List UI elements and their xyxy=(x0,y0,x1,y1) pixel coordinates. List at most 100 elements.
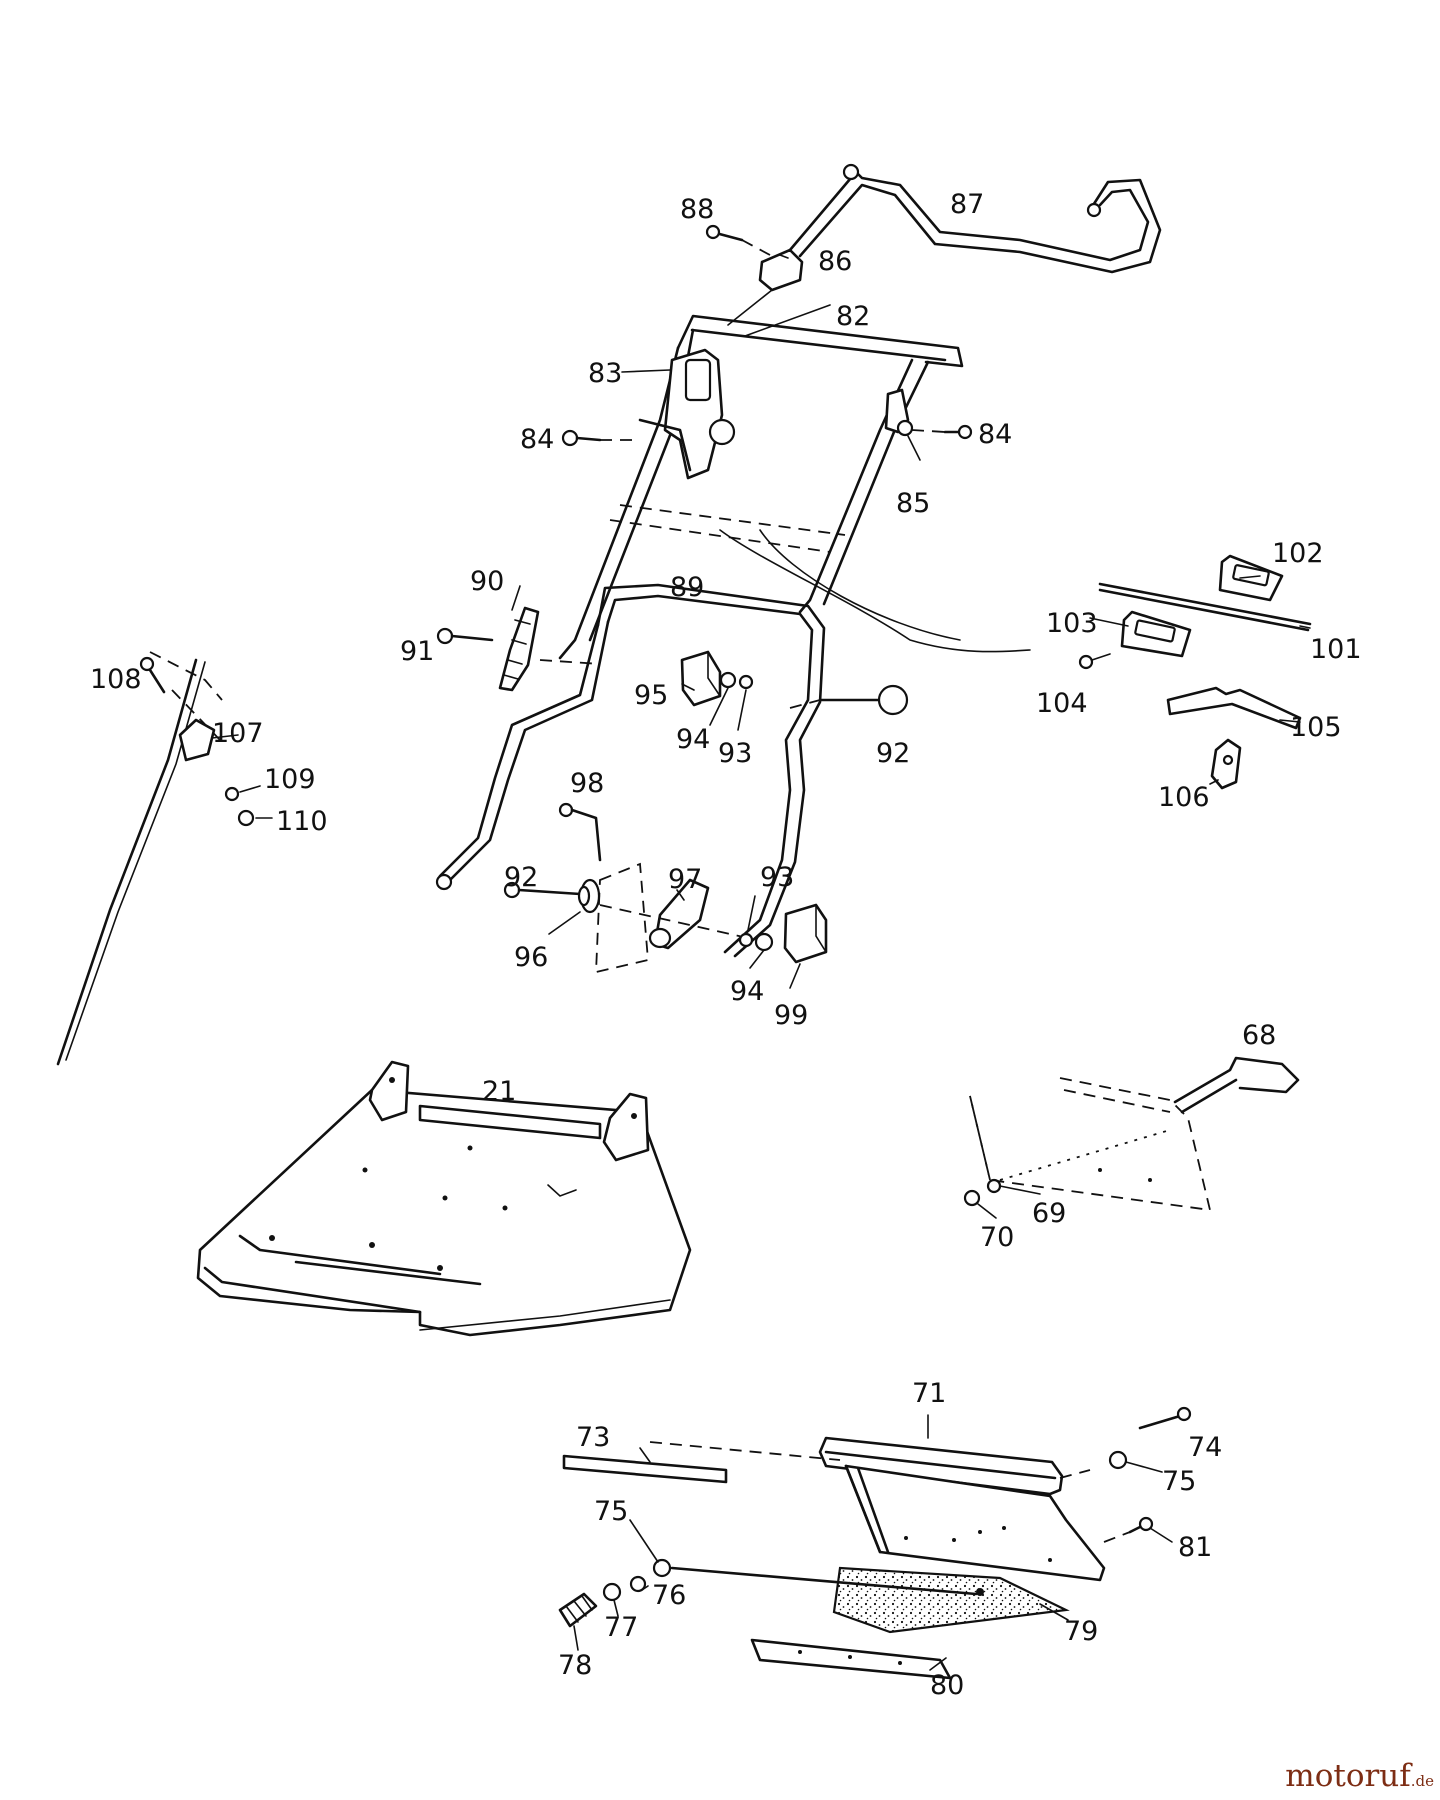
label-109: 109 xyxy=(264,764,316,795)
label-80: 80 xyxy=(930,1670,964,1701)
label-89: 89 xyxy=(670,572,704,603)
part-labels: 87 88 86 82 83 84 84 85 102 90 89 103 10… xyxy=(90,189,1362,1701)
label-92-upper: 92 xyxy=(876,738,910,769)
watermark: motoruf.de xyxy=(1285,1758,1434,1794)
lower-handle-89 xyxy=(435,583,826,958)
cap-95 xyxy=(680,650,722,707)
bolt-91 xyxy=(436,627,601,665)
pivot-point xyxy=(976,1588,984,1596)
label-77: 77 xyxy=(604,1612,638,1643)
label-68: 68 xyxy=(1242,1020,1276,1051)
watermark-suffix: .de xyxy=(1410,1772,1434,1790)
bracket-97 xyxy=(595,862,749,974)
label-93-upper: 93 xyxy=(718,738,752,769)
label-87: 87 xyxy=(950,189,984,220)
label-90: 90 xyxy=(470,566,504,597)
label-106: 106 xyxy=(1158,782,1210,813)
knob-92-upper xyxy=(789,684,909,716)
label-104: 104 xyxy=(1036,688,1088,719)
label-84-right: 84 xyxy=(978,419,1012,450)
cable-107 xyxy=(56,651,223,1066)
washer-69 xyxy=(986,1178,1002,1194)
flap-body xyxy=(844,1464,1106,1582)
clamp-lever-90 xyxy=(498,606,540,692)
rod-73 xyxy=(562,1441,841,1484)
watermark-brand: motoruf xyxy=(1285,1758,1411,1794)
label-102: 102 xyxy=(1272,538,1324,569)
label-81: 81 xyxy=(1178,1532,1212,1563)
label-95: 95 xyxy=(634,680,668,711)
upper-handle-82 xyxy=(558,314,1031,660)
pivot-line xyxy=(670,1566,978,1596)
washer-75-left xyxy=(652,1558,672,1578)
nut-110 xyxy=(237,809,255,827)
washer-109 xyxy=(224,786,240,802)
deflector-21 xyxy=(196,1060,692,1337)
label-91: 91 xyxy=(400,636,434,667)
screw-88 xyxy=(705,224,744,242)
drive-bar-87 xyxy=(788,163,1162,274)
label-96: 96 xyxy=(514,942,548,973)
label-103: 103 xyxy=(1046,608,1098,639)
label-73: 73 xyxy=(576,1422,610,1453)
plate-102 xyxy=(1218,554,1284,602)
label-110: 110 xyxy=(276,806,328,837)
bushing-96 xyxy=(577,878,601,914)
washer-77 xyxy=(602,1582,622,1602)
lever-105 xyxy=(1166,686,1302,730)
label-85: 85 xyxy=(896,488,930,519)
label-97: 97 xyxy=(668,864,702,895)
label-93-lower: 93 xyxy=(760,862,794,893)
screw-84-left xyxy=(561,429,640,447)
label-83: 83 xyxy=(588,358,622,389)
spring-78 xyxy=(558,1592,598,1628)
label-79: 79 xyxy=(1064,1616,1098,1647)
bolt-92-lower xyxy=(503,881,582,899)
washer-75-right xyxy=(1108,1450,1128,1470)
label-108: 108 xyxy=(90,664,142,695)
label-75-left: 75 xyxy=(594,1496,628,1527)
label-70: 70 xyxy=(980,1222,1014,1253)
rod-101 xyxy=(1098,582,1312,632)
washer-76 xyxy=(629,1575,647,1593)
label-86: 86 xyxy=(818,246,852,277)
label-21: 21 xyxy=(482,1076,516,1107)
label-82: 82 xyxy=(836,301,870,332)
screw-81 xyxy=(1103,1516,1154,1543)
label-98: 98 xyxy=(570,768,604,799)
label-88: 88 xyxy=(680,194,714,225)
label-78: 78 xyxy=(558,1650,592,1681)
label-105: 105 xyxy=(1290,712,1342,743)
screw-98 xyxy=(558,802,602,862)
label-99: 99 xyxy=(774,1000,808,1031)
label-92-lower: 92 xyxy=(504,862,538,893)
clamp-85 xyxy=(884,388,914,437)
label-107: 107 xyxy=(212,718,264,749)
strip-80 xyxy=(750,1638,952,1680)
mat-79 xyxy=(832,1566,1070,1634)
label-94-upper: 94 xyxy=(676,724,710,755)
washer-94-upper xyxy=(719,671,737,689)
washer-94-lower xyxy=(754,932,774,952)
label-69: 69 xyxy=(1032,1198,1066,1229)
label-101: 101 xyxy=(1310,634,1362,665)
washer-93-lower xyxy=(738,932,754,948)
screw-104 xyxy=(1078,653,1111,670)
label-71: 71 xyxy=(912,1378,946,1409)
screw-84-right xyxy=(911,424,973,440)
rear-flap-68 xyxy=(969,1056,1300,1212)
plate-103 xyxy=(1120,610,1192,658)
washer-93-upper xyxy=(738,674,754,690)
nut-70 xyxy=(963,1189,981,1207)
cap-99 xyxy=(783,903,828,964)
screw-108 xyxy=(139,656,166,694)
label-74: 74 xyxy=(1188,1432,1222,1463)
screw-74 xyxy=(1138,1406,1192,1430)
label-75-right: 75 xyxy=(1162,1466,1196,1497)
rail-71 xyxy=(818,1436,1064,1496)
control-box-83 xyxy=(638,348,736,480)
clip-86 xyxy=(727,239,804,326)
leader-lines xyxy=(211,254,1311,1671)
clip-106 xyxy=(1210,738,1242,790)
